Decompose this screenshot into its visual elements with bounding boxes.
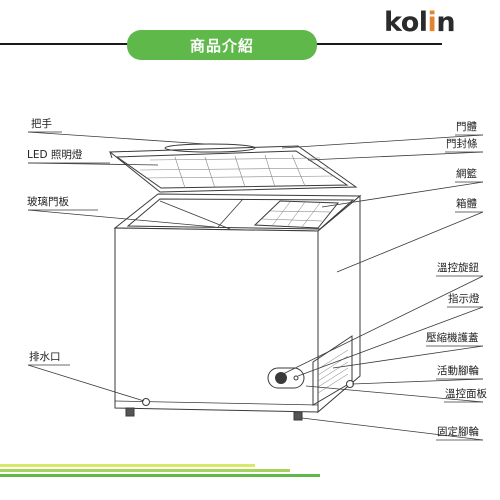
footer-stripes — [0, 464, 320, 477]
stripe-1 — [0, 474, 320, 477]
label-caster: 活動腳輪 — [437, 365, 479, 377]
leader-compressor — [332, 345, 484, 369]
label-fixed-foot: 固定腳輪 — [437, 426, 479, 438]
label-drain: 排水口 — [29, 351, 61, 363]
logo-text-2: n — [436, 7, 456, 38]
logo-accent-letter: i — [427, 7, 437, 38]
leader-lines — [27, 131, 484, 441]
leader-caster — [351, 378, 484, 385]
front-foot-left — [125, 407, 135, 417]
leader-drain — [27, 364, 145, 402]
leader-knob — [282, 275, 484, 375]
led-grid — [139, 154, 336, 189]
label-door-seal: 門封條 — [446, 138, 478, 150]
leader-glass — [27, 209, 216, 228]
glass-door-edge — [159, 200, 231, 230]
stripe-3 — [0, 464, 255, 467]
leader-handle — [27, 131, 206, 145]
label-underlines — [28, 131, 483, 441]
label-basket: 網籃 — [456, 168, 477, 180]
drain-shape — [142, 398, 150, 406]
leader-indicator — [297, 306, 484, 377]
basket-mesh — [261, 201, 331, 228]
label-indicator-light: 指示燈 — [448, 293, 480, 305]
leader-door-body — [281, 134, 484, 149]
label-thermostat-knob: 溫控旋鈕 — [437, 262, 479, 274]
brand-logo: kolin — [384, 7, 456, 38]
label-cabinet: 箱體 — [456, 198, 477, 210]
label-door-body: 門體 — [456, 121, 477, 133]
lid-inner — [115, 150, 349, 189]
label-control-panel: 溫控面板 — [445, 388, 487, 400]
label-led-light: LED 照明燈 — [27, 149, 83, 161]
leader-basket — [321, 181, 484, 208]
glass-door-divider — [217, 198, 244, 228]
section-title: 商品介紹 — [127, 30, 317, 60]
lid-edge — [109, 151, 113, 159]
indicator-light-shape — [293, 375, 299, 381]
label-handle: 把手 — [31, 118, 52, 130]
leader-door-seal — [307, 151, 484, 161]
leader-foot — [301, 417, 484, 441]
logo-text-1: kol — [384, 7, 428, 38]
stripe-2 — [0, 469, 290, 472]
label-glass-door: 玻璃門板 — [27, 196, 69, 208]
leader-panel — [305, 385, 484, 403]
front-foot-right — [293, 411, 303, 421]
leader-cabinet — [336, 211, 484, 273]
handle-shape — [164, 143, 256, 153]
cabinet-side — [317, 194, 361, 414]
label-compressor-cover: 壓縮機護蓋 — [426, 332, 479, 344]
thermostat-knob-shape — [275, 372, 287, 384]
top-opening — [126, 198, 355, 230]
